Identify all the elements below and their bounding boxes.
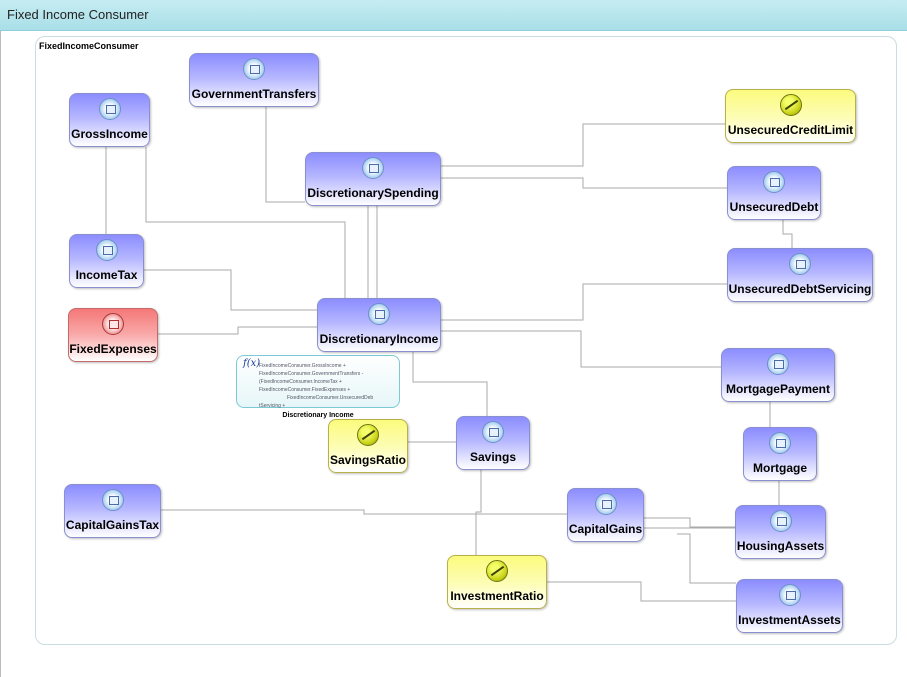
node-fixed-expenses[interactable]: FixedExpenses: [68, 308, 158, 362]
node-savings[interactable]: Savings: [456, 416, 530, 470]
link-capital-gains-to-investment-assets: [677, 533, 736, 584]
variable-icon: [243, 58, 265, 80]
variable-icon: [594, 493, 617, 515]
node-discretionary-spending[interactable]: DiscretionarySpending: [305, 152, 441, 206]
constant-dial-icon: [357, 424, 379, 446]
variable-icon: [763, 171, 785, 193]
variable-icon: [767, 353, 789, 375]
link-capital-gains-tax-to-capital-gains: [161, 509, 567, 515]
window-left-border: [0, 31, 1, 677]
link-capital-gains-to-housing-assets-a: [644, 517, 735, 528]
link-government-transfers-to-discretionary-spending: [265, 106, 305, 203]
formula-caption: Discretionary Income: [282, 412, 354, 419]
variable-icon: [362, 157, 384, 179]
node-unsecured-credit-limit[interactable]: UnsecuredCreditLimit: [725, 89, 856, 143]
node-investment-ratio[interactable]: InvestmentRatio: [447, 555, 547, 609]
node-mortgage[interactable]: Mortgage: [743, 427, 817, 481]
node-unsecured-debt[interactable]: UnsecuredDebt: [727, 166, 821, 220]
window-title-bar: Fixed Income Consumer: [0, 0, 907, 31]
link-fixed-expenses-to-discretionary-income: [158, 326, 317, 335]
formula-box[interactable]: f(x) FixedIncomeConsumer.GrossIncome + F…: [236, 355, 400, 409]
link-discretionary-spending-to-unsecured-credit-limit: [441, 123, 725, 167]
variable-icon: [769, 510, 792, 532]
node-government-transfers[interactable]: GovernmentTransfers: [189, 53, 319, 107]
link-discretionary-spending-to-unsecured-debt: [441, 177, 727, 189]
link-unsecured-debt-to-servicing: [782, 219, 793, 249]
variable-icon: [95, 239, 118, 261]
link-discretionary-income-to-savings: [412, 350, 488, 417]
model-name-label: FixedIncomeConsumer: [39, 41, 139, 51]
node-savings-ratio[interactable]: SavingsRatio: [328, 419, 408, 473]
constant-dial-icon: [486, 560, 508, 582]
node-gross-income[interactable]: GrossIncome: [69, 93, 150, 147]
link-income-tax-to-discretionary-income: [144, 269, 317, 311]
node-income-tax[interactable]: IncomeTax: [69, 234, 144, 288]
link-investment-ratio-to-investment-assets: [547, 581, 736, 602]
variable-icon: [98, 98, 121, 120]
node-capital-gains[interactable]: CapitalGains: [567, 488, 644, 542]
node-discretionary-income[interactable]: DiscretionaryIncome: [317, 298, 441, 352]
node-housing-assets[interactable]: HousingAssets: [735, 505, 826, 559]
link-savings-to-investment-ratio: [475, 469, 482, 556]
variable-icon: [368, 303, 390, 325]
node-unsecured-debt-servicing[interactable]: UnsecuredDebtServicing: [727, 248, 873, 302]
node-capital-gains-tax[interactable]: CapitalGainsTax: [64, 484, 161, 538]
node-investment-assets[interactable]: InvestmentAssets: [736, 579, 843, 633]
fixed-value-icon: [102, 313, 124, 335]
variable-icon: [789, 253, 811, 275]
link-gross-income-to-discretionary-income: [145, 147, 346, 299]
window-title: Fixed Income Consumer: [7, 7, 149, 22]
variable-icon: [778, 584, 801, 606]
constant-dial-icon: [779, 94, 802, 116]
variable-icon: [769, 432, 791, 454]
variable-icon: [101, 489, 124, 511]
variable-icon: [482, 421, 504, 443]
function-icon: f(x): [243, 358, 261, 369]
link-discretionary-income-to-unsecured-debt-servicing: [441, 283, 727, 321]
formula-text: FixedIncomeConsumer.GrossIncome + FixedI…: [259, 363, 374, 409]
node-mortgage-payment[interactable]: MortgagePayment: [721, 348, 835, 402]
link-discretionary-income-to-mortgage-payment: [441, 330, 721, 368]
